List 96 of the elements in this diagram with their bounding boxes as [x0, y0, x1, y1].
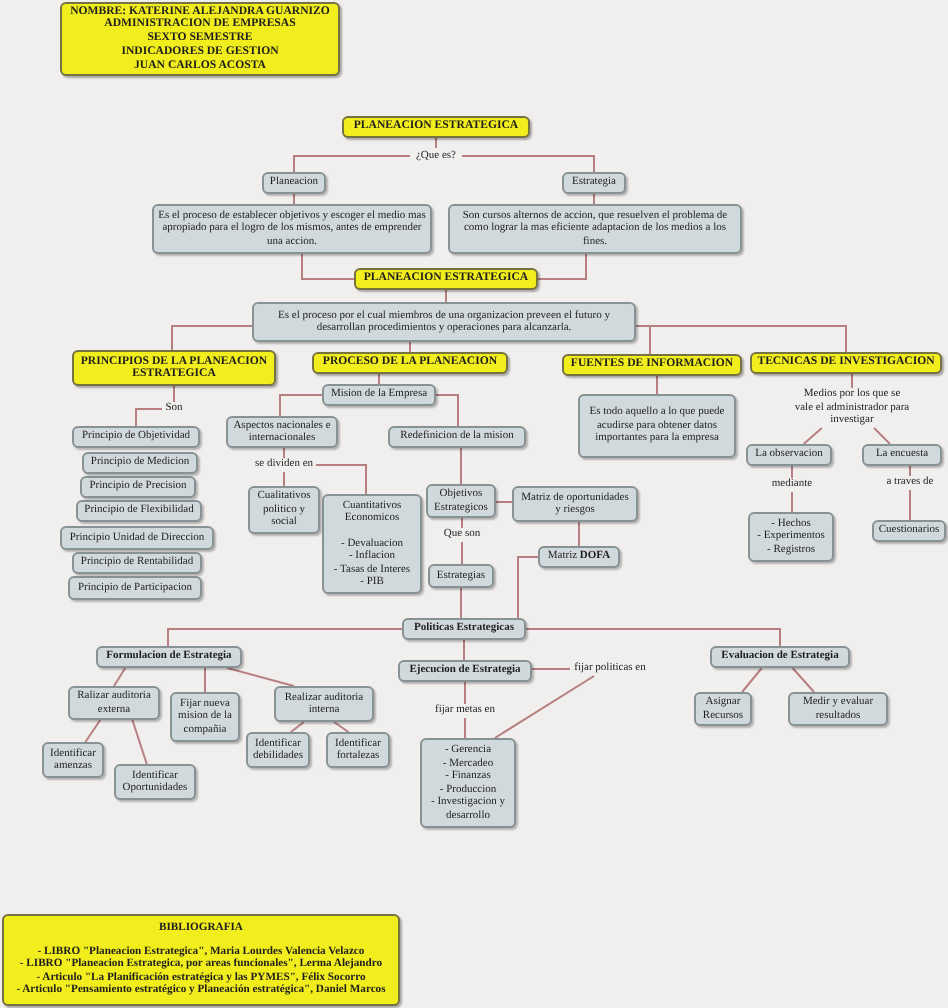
concept-box [80, 476, 196, 498]
concept-box [68, 576, 202, 600]
concept-box [248, 486, 320, 534]
concept-box [42, 742, 104, 778]
connector-line [173, 385, 175, 403]
connector-line [461, 155, 595, 173]
connector-line [283, 471, 285, 487]
connector-line [593, 193, 595, 205]
concept-box [322, 384, 436, 406]
connector-line [445, 289, 447, 303]
title-card [60, 2, 340, 76]
connector-line [460, 587, 462, 619]
concept-box [72, 426, 200, 448]
concept-box [96, 646, 242, 668]
connector-line [909, 489, 911, 521]
concept-box [246, 732, 310, 768]
connector-line [464, 717, 466, 739]
connector-line [435, 394, 459, 427]
concept-box [512, 486, 638, 522]
connector-line [293, 155, 411, 173]
concept-box [398, 660, 532, 682]
connector-line [851, 373, 853, 389]
topic-box [750, 352, 942, 374]
connector-line [167, 628, 403, 647]
connector-line [461, 517, 463, 529]
connector-line [464, 681, 466, 705]
concept-box [710, 646, 850, 668]
concept-box [402, 618, 526, 640]
connector-line [635, 325, 847, 353]
concept-box [538, 546, 620, 568]
connector-line [409, 341, 411, 353]
concept-box [76, 500, 202, 522]
connector-line [378, 373, 380, 385]
concept-box [694, 692, 752, 726]
connector-line [435, 137, 437, 149]
connector-line [909, 465, 911, 477]
concept-box [746, 444, 832, 466]
connector-line [578, 521, 580, 547]
connector-line [802, 427, 823, 445]
connector-line [279, 394, 323, 417]
concept-box [252, 302, 636, 342]
concept-box [420, 738, 516, 828]
concept-box [326, 732, 390, 768]
concept-box [322, 494, 422, 594]
connector-line [226, 667, 295, 687]
concept-box [872, 520, 946, 542]
connector-line [333, 721, 350, 733]
connector-line [493, 675, 595, 739]
connector-line [301, 253, 355, 280]
connector-line [293, 193, 295, 205]
concept-box [114, 764, 196, 800]
concept-box [862, 444, 942, 466]
topic-box [354, 268, 538, 290]
concept-box [262, 172, 326, 194]
connector-line [531, 668, 571, 670]
concept-box [274, 686, 374, 722]
concept-box [748, 512, 834, 562]
bibliography-panel [2, 914, 400, 1006]
concept-box [578, 394, 736, 458]
concept-box [448, 204, 742, 254]
connector-line [171, 325, 253, 351]
connector-line [791, 465, 793, 479]
connector-line [461, 541, 463, 565]
connector-line [495, 501, 513, 503]
concept-box [426, 484, 496, 518]
topic-box [312, 352, 508, 374]
concept-box [82, 452, 198, 474]
connector-line [131, 719, 148, 765]
connector-line [463, 639, 465, 661]
connector-line [517, 556, 539, 619]
concept-box [72, 552, 202, 574]
connector-line [656, 375, 658, 395]
topic-box [72, 350, 276, 386]
connector-line [460, 447, 462, 485]
connector-line [791, 491, 793, 513]
connector-line [873, 427, 891, 445]
concept-box [60, 526, 214, 550]
connector-line [525, 628, 781, 647]
connector-line [84, 719, 102, 743]
connector-line [113, 667, 127, 687]
connector-line [283, 447, 285, 459]
concept-box [428, 564, 494, 588]
connector-line [791, 667, 815, 693]
topic-box [342, 116, 530, 138]
concept-box [788, 692, 888, 726]
concept-box [68, 686, 160, 720]
concept-box [562, 172, 626, 194]
topic-box [562, 354, 742, 376]
concept-box [388, 426, 526, 448]
connector-line [537, 253, 587, 280]
connector-line [135, 408, 163, 427]
connector-line [741, 667, 763, 693]
connector-line [204, 667, 206, 693]
connector-line [289, 721, 305, 733]
connector-line [315, 464, 367, 495]
concept-box [226, 416, 338, 448]
